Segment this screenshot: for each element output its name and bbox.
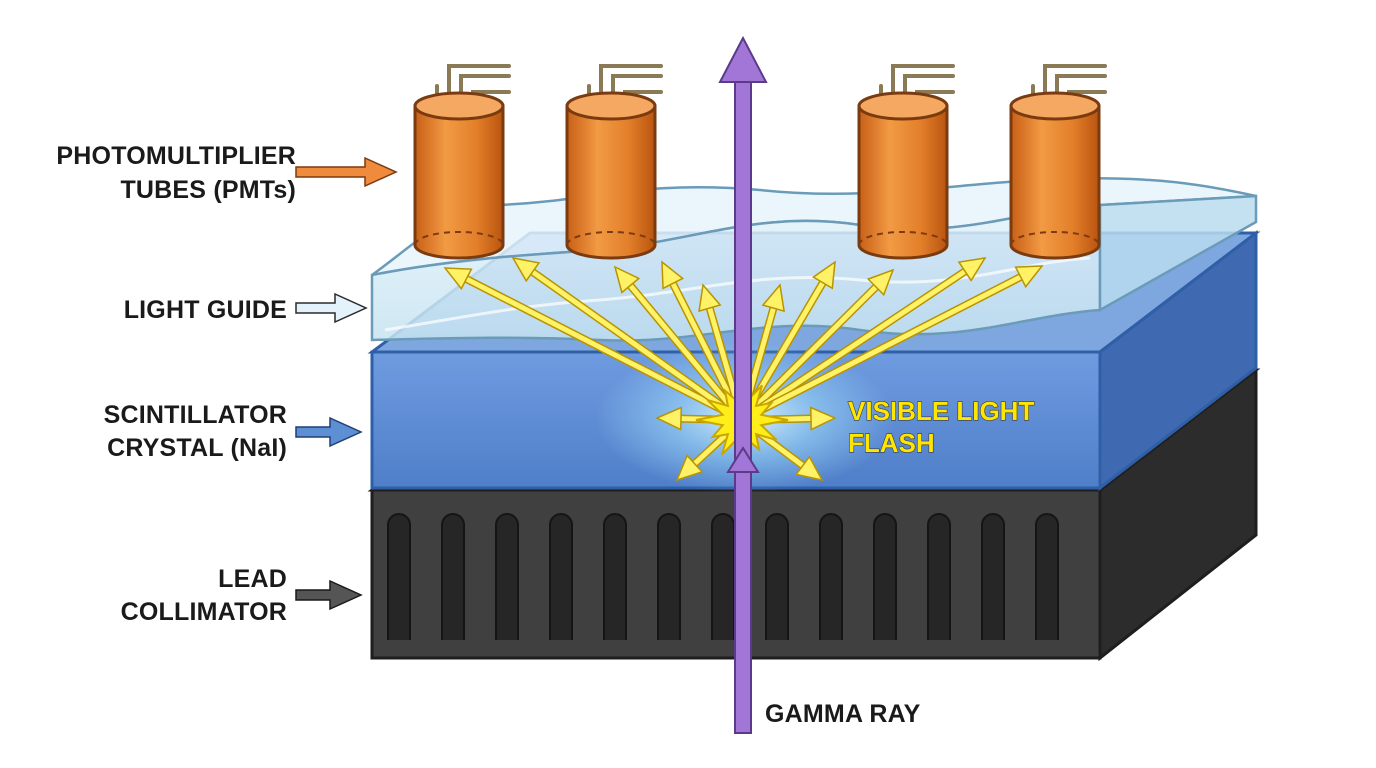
collimator-label-line2: COLLIMATOR (121, 598, 287, 626)
pmt-rim (414, 231, 504, 246)
collimator-slot (873, 513, 897, 640)
collimator-slot (387, 513, 411, 640)
pmt-label-line2: TUBES (PMTs) (120, 176, 296, 204)
pmt-body (413, 104, 505, 260)
collimator-slot (549, 513, 573, 640)
flash-label-line1: VISIBLE LIGHT (848, 396, 1034, 426)
pmt-body (1009, 104, 1101, 260)
pmt-body (565, 104, 657, 260)
pmt-cap (565, 91, 657, 121)
pmt-cap (413, 91, 505, 121)
collimator-slot (927, 513, 951, 640)
collimator-pointer-arrow (295, 579, 363, 611)
pmt-label-line1: PHOTOMULTIPLIER (56, 142, 296, 170)
pmt-rim (566, 231, 656, 246)
light-ray (738, 257, 987, 424)
collimator-slot (495, 513, 519, 640)
gamma-ray-arrow (718, 35, 768, 734)
gamma-ray-label: GAMMA RAY (765, 700, 921, 728)
collimator-slot (765, 513, 789, 640)
scintillator-label-line1: SCINTILLATOR (104, 401, 287, 429)
collimator-slot (441, 513, 465, 640)
pmt-cap (1009, 91, 1101, 121)
pmt-rim (858, 231, 948, 246)
pmt-pointer-arrow (295, 156, 398, 188)
scintillator-label-line2: CRYSTAL (NaI) (107, 434, 287, 462)
collimator-slot (981, 513, 1005, 640)
collimator-label-line1: LEAD (218, 565, 287, 593)
pmt-body (857, 104, 949, 260)
collimator-slots (387, 513, 1059, 640)
scintillator-pointer-arrow (295, 416, 363, 448)
light-guide-pointer-arrow (295, 292, 368, 324)
collimator-slot (603, 513, 627, 640)
light-ray (613, 265, 746, 424)
light-ray (738, 265, 1044, 424)
photomultiplier-tube (565, 64, 663, 260)
light-ray (738, 268, 895, 424)
light-ray (511, 256, 746, 424)
light-ray (443, 267, 746, 424)
light-guide-side (1098, 194, 1258, 313)
collimator-slot (657, 513, 681, 640)
collimator-slot (711, 513, 735, 640)
collimator-slot (1035, 513, 1059, 640)
photomultiplier-tube (1009, 64, 1107, 260)
photomultiplier-tube (413, 64, 511, 260)
pmt-cap (857, 91, 949, 121)
photomultiplier-tube (857, 64, 955, 260)
pmt-rim (1010, 231, 1100, 246)
light-guide-label: LIGHT GUIDE (124, 296, 287, 324)
flash-label-line2: FLASH (848, 428, 935, 458)
photomultiplier-tubes (413, 64, 1107, 260)
collimator-slot (819, 513, 843, 640)
